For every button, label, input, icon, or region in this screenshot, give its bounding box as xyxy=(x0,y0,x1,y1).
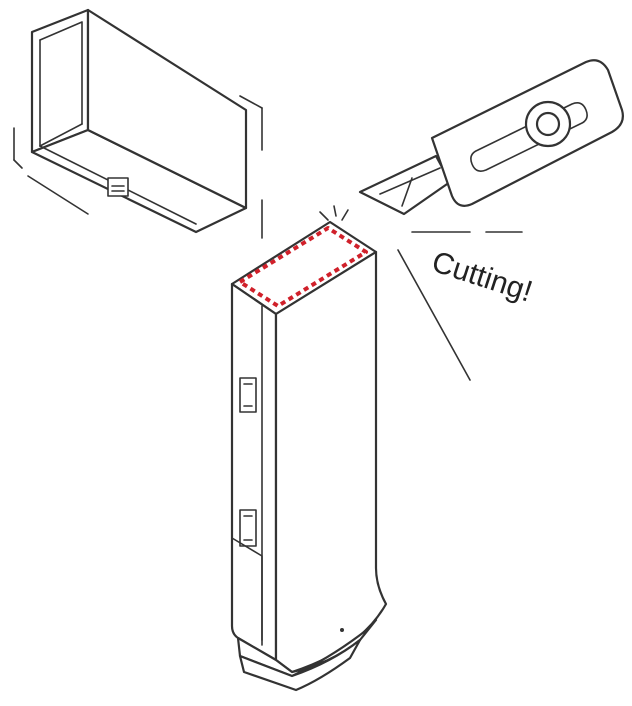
spark-burst-icon xyxy=(319,205,349,221)
detached-cap-illustration xyxy=(13,8,263,239)
callout-line xyxy=(397,249,471,381)
utility-knife-illustration xyxy=(358,59,624,233)
cut-line-marker xyxy=(238,226,368,308)
cutting-caption: Cutting! xyxy=(428,245,537,308)
stick-body-illustration xyxy=(230,220,388,692)
